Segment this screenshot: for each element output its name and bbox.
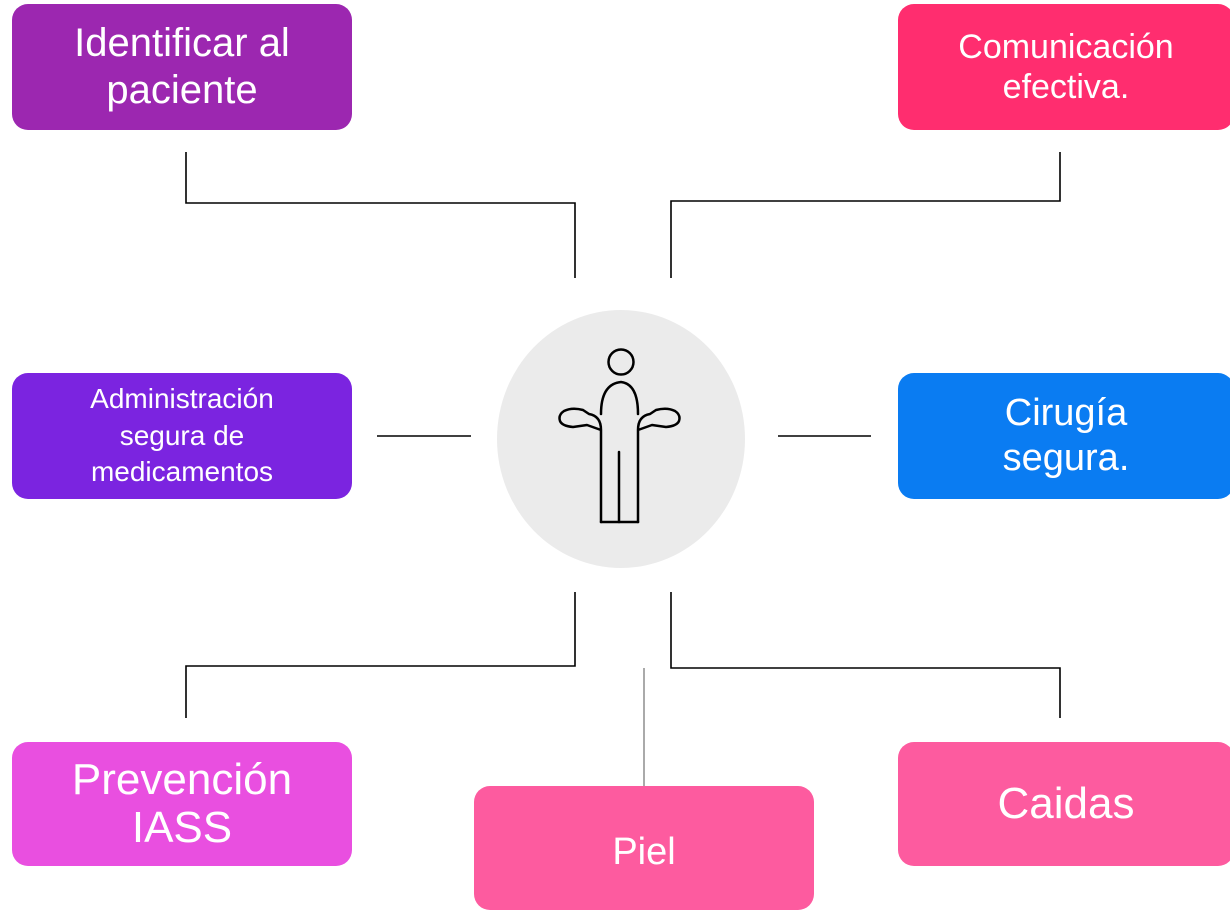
node-administracion-line-1: Administración	[90, 383, 274, 415]
node-cirugia-segura: Cirugía segura.	[898, 373, 1230, 499]
node-caidas: Caidas	[898, 742, 1230, 866]
connector-comunicacion	[670, 152, 1061, 278]
center-circle	[497, 310, 745, 568]
connector-caidas	[670, 592, 1061, 718]
node-cirugia-line-2: segura.	[1002, 437, 1130, 479]
node-comunicacion-line-1: Comunicación	[958, 27, 1174, 66]
node-piel: Piel	[474, 786, 814, 910]
node-administracion-line-2: segura de	[119, 419, 245, 451]
node-prevencion-line-2: IASS	[131, 803, 233, 852]
node-comunicacion-line-2: efectiva.	[1002, 68, 1130, 106]
connector-prevencion	[185, 592, 576, 718]
node-administracion-line-3: medicamentos	[90, 456, 274, 488]
node-piel-line-1: Piel	[612, 830, 676, 873]
node-prevencion-iass: Prevención IASS	[12, 742, 352, 866]
node-administracion-medicamentos: Administración segura de medicamentos	[12, 373, 352, 499]
node-caidas-line-1: Caidas	[997, 779, 1135, 829]
person-shrug-icon	[558, 348, 681, 524]
node-identificar-paciente: Identificar al paciente	[12, 4, 352, 130]
node-identificar-line-1: Identificar al	[74, 20, 290, 65]
node-cirugia-line-1: Cirugía	[1004, 392, 1128, 435]
node-prevencion-line-1: Prevención	[71, 754, 293, 804]
node-identificar-line-2: paciente	[106, 68, 258, 112]
connector-identificar	[185, 152, 576, 278]
node-comunicacion-efectiva: Comunicación efectiva.	[898, 4, 1230, 130]
